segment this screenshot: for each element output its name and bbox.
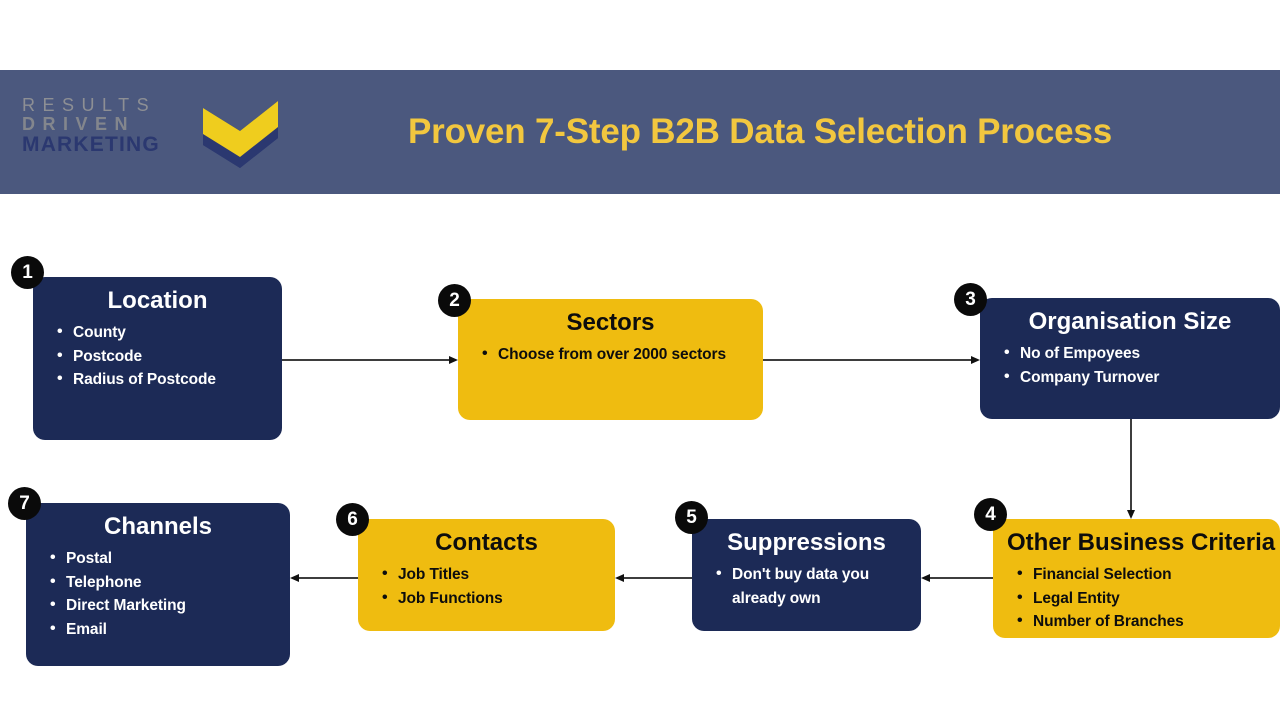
step-badge-7: 7 bbox=[8, 487, 41, 520]
step-title: Other Business Criteria bbox=[1007, 529, 1276, 556]
list-item: Financial Selection bbox=[1017, 562, 1266, 587]
list-item: Don't buy data you already own bbox=[716, 562, 907, 610]
page-title: Proven 7-Step B2B Data Selection Process bbox=[408, 112, 1112, 151]
list-item: Email bbox=[50, 617, 276, 642]
list-item: County bbox=[57, 320, 268, 345]
connector-4-to-5 bbox=[921, 574, 993, 582]
connector-3-to-4 bbox=[1127, 419, 1135, 519]
step-badge-5: 5 bbox=[675, 501, 708, 534]
list-item: Legal Entity bbox=[1017, 586, 1266, 611]
list-item: Company Turnover bbox=[1004, 365, 1266, 390]
step-node-channels[interactable]: Channels Postal Telephone Direct Marketi… bbox=[26, 503, 290, 666]
step-node-sectors[interactable]: Sectors Choose from over 2000 sectors bbox=[458, 299, 763, 420]
chevron-check-logo-mark bbox=[203, 101, 278, 168]
step-item-list: Choose from over 2000 sectors bbox=[472, 342, 749, 367]
logo-line-results: RESULTS bbox=[22, 95, 157, 115]
step-title: Location bbox=[107, 287, 208, 314]
step-badge-3: 3 bbox=[954, 283, 987, 316]
step-title: Suppressions bbox=[727, 529, 886, 556]
step-title: Channels bbox=[103, 513, 213, 540]
step-item-list: Postal Telephone Direct Marketing Email bbox=[40, 546, 276, 642]
list-item: Number of Branches bbox=[1017, 609, 1266, 634]
logo-wordmark: RESULTS DRIVEN MARKETING bbox=[22, 96, 197, 156]
step-title: Organisation Size bbox=[1028, 308, 1232, 335]
list-item: Job Functions bbox=[382, 586, 601, 611]
step-item-list: Job Titles Job Functions bbox=[372, 562, 601, 611]
step-badge-6: 6 bbox=[336, 503, 369, 536]
step-badge-1: 1 bbox=[11, 256, 44, 289]
step-title: Sectors bbox=[566, 309, 655, 336]
list-item: Telephone bbox=[50, 570, 276, 595]
connector-6-to-7 bbox=[290, 574, 358, 582]
connector-2-to-3 bbox=[763, 356, 980, 364]
step-node-other-business-criteria[interactable]: Other Business Criteria Financial Select… bbox=[993, 519, 1280, 638]
step-node-suppressions[interactable]: Suppressions Don't buy data you already … bbox=[692, 519, 921, 631]
step-badge-2: 2 bbox=[438, 284, 471, 317]
logo-line-marketing: MARKETING bbox=[22, 132, 160, 156]
connector-1-to-2 bbox=[282, 356, 458, 364]
step-title: Contacts bbox=[435, 529, 538, 556]
step-item-list: Don't buy data you already own bbox=[706, 562, 907, 610]
list-item: No of Empoyees bbox=[1004, 341, 1266, 366]
step-badge-4: 4 bbox=[974, 498, 1007, 531]
list-item: Radius of Postcode bbox=[57, 367, 268, 392]
list-item: Postal bbox=[50, 546, 276, 571]
step-item-list: Financial Selection Legal Entity Number … bbox=[1007, 562, 1266, 634]
step-item-list: County Postcode Radius of Postcode bbox=[47, 320, 268, 392]
connector-5-to-6 bbox=[615, 574, 692, 582]
list-item: Choose from over 2000 sectors bbox=[482, 342, 749, 367]
list-item: Postcode bbox=[57, 344, 268, 369]
company-logo: RESULTS DRIVEN MARKETING bbox=[18, 90, 278, 175]
list-item: Direct Marketing bbox=[50, 593, 276, 618]
step-node-organisation-size[interactable]: Organisation Size No of Empoyees Company… bbox=[980, 298, 1280, 419]
step-node-contacts[interactable]: Contacts Job Titles Job Functions bbox=[358, 519, 615, 631]
step-item-list: No of Empoyees Company Turnover bbox=[994, 341, 1266, 390]
list-item: Job Titles bbox=[382, 562, 601, 587]
logo-line-driven: DRIVEN bbox=[22, 113, 136, 134]
step-node-location[interactable]: Location County Postcode Radius of Postc… bbox=[33, 277, 282, 440]
